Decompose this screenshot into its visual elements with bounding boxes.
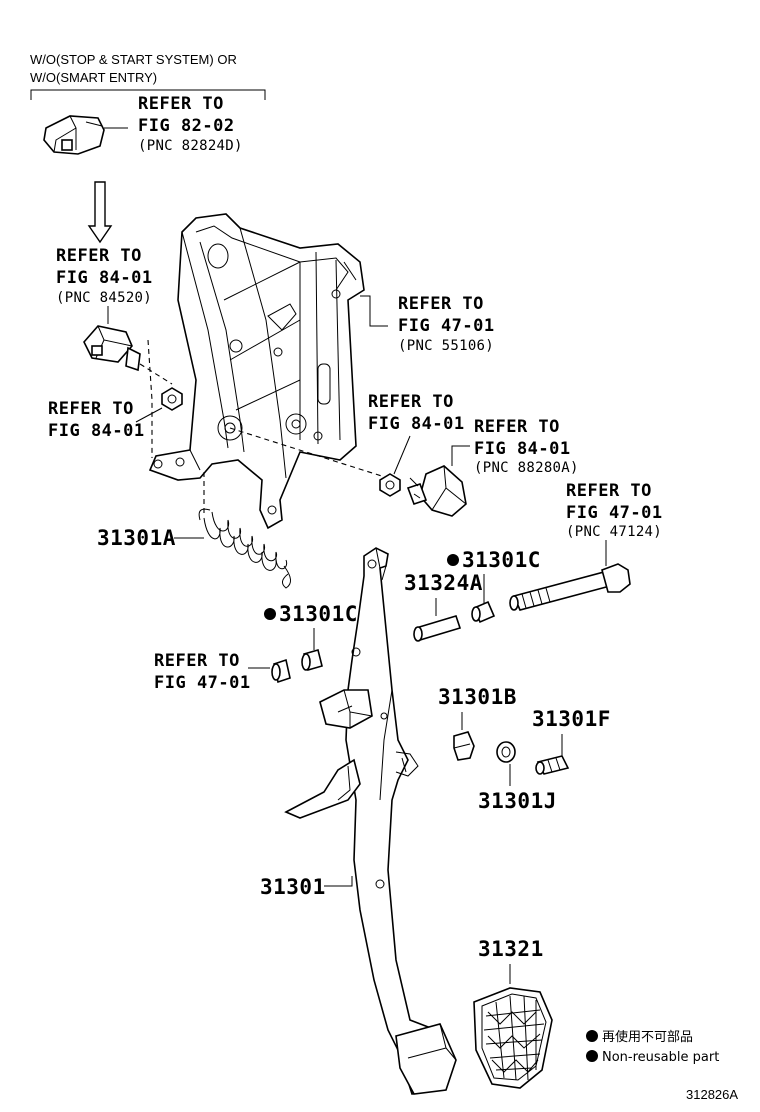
ref-nut-right-line2: FIG 84-01 bbox=[368, 414, 465, 434]
ref-fig-47-01-bushing: REFER TO FIG 47-01 bbox=[154, 651, 251, 693]
legend-dot-en bbox=[586, 1050, 598, 1062]
ref-82-02-line2: FIG 82-02 bbox=[138, 116, 235, 136]
return-spring bbox=[198, 508, 291, 589]
condition-line-2: W/O(SMART ENTRY) bbox=[30, 70, 157, 85]
leader-nut-left bbox=[135, 407, 163, 423]
ref-fig-84-01-switch: REFER TO FIG 84-01 (PNC 84520) bbox=[56, 246, 153, 306]
nonreusable-dot-31301c-left bbox=[264, 608, 276, 620]
part-31301a: 31301A bbox=[97, 526, 176, 550]
legend: 再使用不可部品 Non-reusable part bbox=[586, 1029, 719, 1065]
ref-fig-84-01-nut-left: REFER TO FIG 84-01 bbox=[48, 399, 145, 441]
ref-88280a-pnc: (PNC 88280A) bbox=[474, 460, 579, 476]
ref-fig-84-01-nut-right: REFER TO FIG 84-01 bbox=[368, 392, 465, 434]
leader-nut-right bbox=[393, 435, 411, 475]
dash-switch-nut bbox=[139, 363, 173, 385]
ref-bush-line2: FIG 47-01 bbox=[154, 673, 251, 693]
ref-bush-line1: REFER TO bbox=[154, 651, 240, 671]
ref-fig-47-01-bracket: REFER TO FIG 47-01 (PNC 55106) bbox=[398, 294, 495, 354]
leader-31301 bbox=[324, 876, 353, 887]
condition-line-1: W/O(STOP & START SYSTEM) OR bbox=[30, 52, 237, 67]
bushing-ref bbox=[271, 658, 291, 684]
ref-55106-line1: REFER TO bbox=[398, 294, 484, 314]
ref-84520-pnc: (PNC 84520) bbox=[56, 290, 152, 306]
legend-jp: 再使用不可部品 bbox=[602, 1029, 693, 1045]
replacement-arrow bbox=[87, 181, 113, 244]
condition-bracket bbox=[30, 89, 266, 100]
part-31301c-left: 31301C bbox=[279, 602, 358, 626]
ref-nut-left-line2: FIG 84-01 bbox=[48, 421, 145, 441]
ref-fig-47-01-bolt: REFER TO FIG 47-01 (PNC 47124) bbox=[566, 481, 663, 540]
dash-axis-nut bbox=[229, 427, 389, 479]
part-31301f: 31301F bbox=[532, 707, 611, 731]
nut-right bbox=[379, 473, 401, 497]
diagram-code: 312826A bbox=[686, 1087, 738, 1102]
ref-47124-line2: FIG 47-01 bbox=[566, 503, 663, 523]
ref-82-02-line1: REFER TO bbox=[138, 94, 224, 114]
stop-lamp-switch bbox=[83, 325, 141, 372]
ref-47124-line1: REFER TO bbox=[566, 481, 652, 501]
ref-47124-pnc: (PNC 47124) bbox=[566, 524, 662, 540]
pedal-sensor bbox=[406, 465, 467, 517]
legend-en: Non-reusable part bbox=[602, 1050, 719, 1065]
brake-pedal-arm bbox=[284, 547, 457, 1095]
pin-31301f bbox=[535, 755, 570, 775]
leader-88280a bbox=[451, 445, 470, 466]
ref-nut-left-line1: REFER TO bbox=[48, 399, 134, 419]
part-31324a: 31324A bbox=[404, 571, 483, 595]
ref-84520-line1: REFER TO bbox=[56, 246, 142, 266]
leader-55106 bbox=[360, 295, 388, 327]
bushing-left bbox=[301, 649, 323, 671]
stopper-31301b bbox=[453, 731, 475, 761]
collar bbox=[413, 615, 462, 642]
bushing-right bbox=[471, 600, 496, 624]
ref-55106-line2: FIG 47-01 bbox=[398, 316, 495, 336]
pedal-pad bbox=[473, 987, 553, 1089]
ref-55106-pnc: (PNC 55106) bbox=[398, 338, 494, 354]
bolt bbox=[509, 563, 631, 611]
part-31301: 31301 bbox=[260, 875, 326, 899]
washer-31301j bbox=[496, 741, 516, 763]
ref-82-02-pnc: (PNC 82824D) bbox=[138, 138, 243, 154]
part-31301j: 31301J bbox=[478, 789, 557, 813]
ref-88280a-line2: FIG 84-01 bbox=[474, 439, 571, 459]
dash-bracket bbox=[147, 339, 153, 458]
part-31301c-right: 31301C bbox=[462, 548, 541, 572]
ref-88280a-line1: REFER TO bbox=[474, 417, 560, 437]
ref-nut-right-line1: REFER TO bbox=[368, 392, 454, 412]
part-31321: 31321 bbox=[478, 937, 544, 961]
ref-fig-82-02: REFER TO FIG 82-02 (PNC 82824D) bbox=[138, 94, 243, 154]
part-31301b: 31301B bbox=[438, 685, 517, 709]
connector-82824d bbox=[43, 115, 105, 155]
nonreusable-dot-31301c-right bbox=[447, 554, 459, 566]
nut-left bbox=[161, 387, 183, 411]
legend-dot-jp bbox=[586, 1030, 598, 1042]
condition-note: W/O(STOP & START SYSTEM) OR W/O(SMART EN… bbox=[30, 52, 266, 100]
ref-fig-84-01-sensor: REFER TO FIG 84-01 (PNC 88280A) bbox=[474, 417, 579, 476]
ref-84520-line2: FIG 84-01 bbox=[56, 268, 153, 288]
pedal-support-bracket bbox=[148, 213, 365, 530]
